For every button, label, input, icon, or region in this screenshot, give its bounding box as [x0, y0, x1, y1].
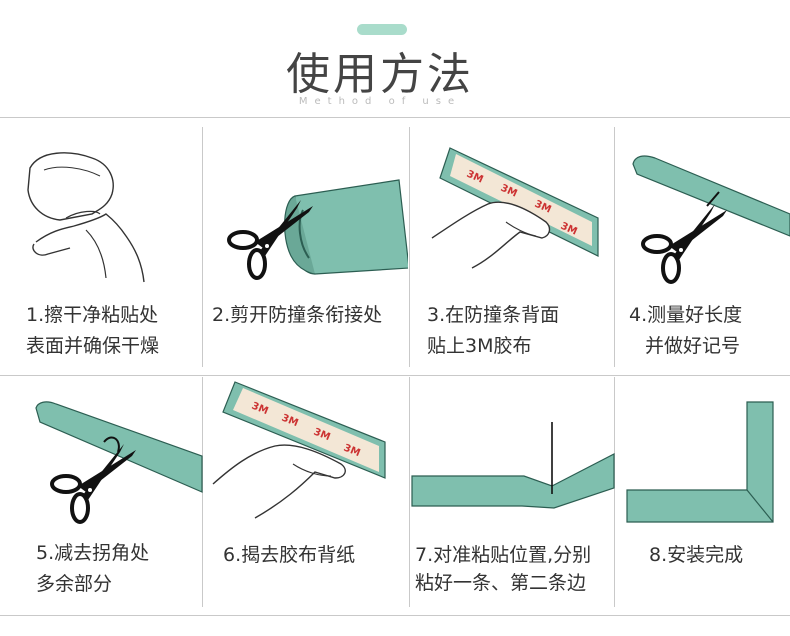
step-6: 3M 3M 3M 3M 6.揭去胶布背纸 — [203, 376, 408, 615]
column-divider — [409, 127, 410, 367]
step-2-caption-line1: 2.剪开防撞条衔接处 — [212, 304, 383, 326]
step-7-caption-line2: 粘好一条、第二条边 — [415, 572, 587, 594]
column-divider — [614, 377, 615, 607]
step-7: 7.对准粘贴位置,分别 粘好一条、第二条边 — [410, 376, 615, 615]
cutting-strip-illustration — [227, 179, 408, 280]
wiping-hand-illustration — [27, 152, 145, 283]
step-8: 8.安装完成 — [615, 376, 790, 615]
applying-tape-illustration: 3M 3M 3M 3M — [431, 147, 599, 269]
step-2: 2.剪开防撞条衔接处 — [203, 118, 408, 375]
divider-middle — [0, 375, 790, 376]
step-7-caption-line1: 7.对准粘贴位置,分别 — [415, 544, 592, 566]
header-accent-pill — [357, 24, 407, 35]
step-6-caption-line1: 6.揭去胶布背纸 — [223, 544, 356, 566]
column-divider — [202, 127, 203, 367]
step-4-caption-line2: 并做好记号 — [645, 335, 741, 357]
step-5-caption-line1: 5.减去拐角处 — [36, 542, 150, 564]
cutting-corner-illustration — [35, 401, 203, 524]
peeling-backing-illustration: 3M 3M 3M 3M — [212, 381, 386, 519]
step-1-caption-line1: 1.擦干净粘贴处 — [26, 304, 159, 326]
divider-bottom — [0, 615, 790, 616]
step-8-caption-line1: 8.安装完成 — [649, 544, 744, 566]
installed-corner-illustration — [626, 401, 774, 523]
step-3-caption-line2: 贴上3M胶布 — [427, 335, 532, 357]
step-1: 1.擦干净粘贴处 表面并确保干燥 — [0, 118, 205, 375]
measuring-strip-illustration — [632, 155, 790, 284]
step-4: 4.测量好长度 并做好记号 — [615, 118, 790, 375]
page-subtitle: Method of use — [298, 96, 462, 107]
column-divider — [409, 377, 410, 607]
step-1-caption-line2: 表面并确保干燥 — [26, 335, 160, 357]
step-5-caption-line2: 多余部分 — [36, 573, 113, 595]
step-5: 5.减去拐角处 多余部分 — [0, 376, 205, 615]
column-divider — [614, 127, 615, 367]
aligning-strips-illustration — [411, 422, 615, 509]
page-title: 使用方法 — [286, 49, 474, 100]
divider-top — [0, 117, 790, 118]
step-3-caption-line1: 3.在防撞条背面 — [427, 304, 560, 326]
scissors-icon — [641, 202, 729, 284]
step-4-caption-line1: 4.测量好长度 — [629, 304, 743, 326]
step-3: 3M 3M 3M 3M 3.在防撞条背面 贴上3M胶布 — [410, 118, 615, 375]
